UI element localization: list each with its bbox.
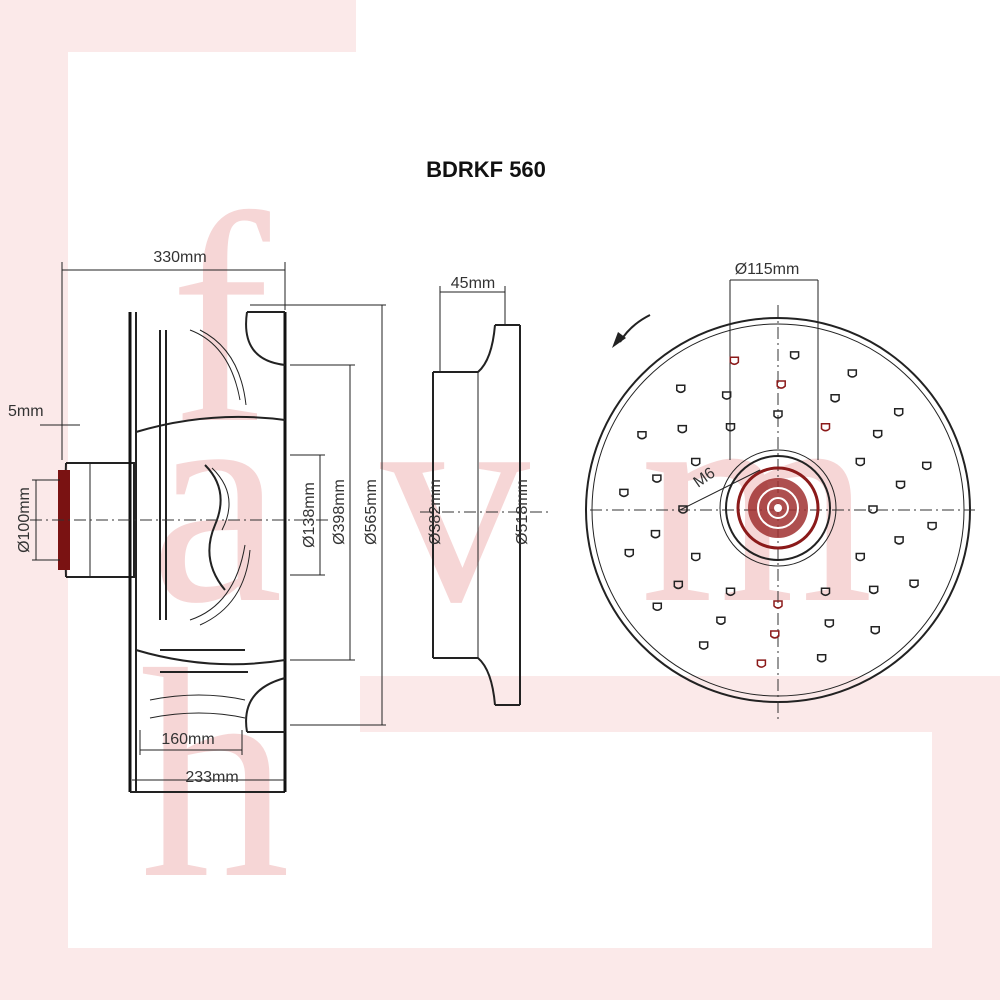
rivet-mark — [690, 457, 701, 467]
rivet-mark — [894, 536, 904, 545]
dim-45: 45mm — [451, 275, 495, 292]
rivet-mark — [624, 548, 635, 558]
rivet-mark — [678, 505, 688, 514]
rivet-mark — [893, 408, 904, 417]
dim-d398: Ø398mm — [331, 479, 348, 545]
rivet-mark — [677, 424, 688, 434]
dim-d100: Ø100mm — [16, 487, 33, 553]
front-view: Ø115mm M6 — [585, 261, 975, 720]
rivet-mark — [909, 579, 919, 589]
dim-160: 160mm — [161, 731, 214, 748]
rivet-mark — [650, 529, 661, 539]
dim-d138: Ø138mm — [301, 482, 318, 548]
rivet-mark — [820, 587, 831, 597]
rivet-mark — [637, 430, 647, 440]
rivet-mark — [676, 384, 686, 394]
rivet-mark — [770, 630, 780, 639]
rivet-mark — [756, 659, 767, 668]
rivet-mark — [690, 552, 701, 562]
rivet-mark — [673, 580, 684, 590]
dim-233: 233mm — [185, 769, 238, 786]
drawing-title: BDRKF 560 — [426, 157, 546, 182]
rivet-mark — [830, 394, 840, 403]
rivet-mark — [652, 602, 663, 611]
rivet-mark — [868, 585, 879, 595]
dim-d382: Ø382mm — [427, 479, 444, 545]
rivet-mark — [870, 625, 880, 635]
svg-text:v: v — [380, 333, 530, 665]
rivet-mark — [868, 505, 878, 514]
side-view: 330mm 5mm Ø100mm Ø138mm Ø398mm Ø565mm 16… — [8, 249, 386, 793]
dim-d115: Ø115mm — [735, 261, 800, 278]
rivet-mark — [725, 422, 736, 432]
rivet-mark — [773, 600, 783, 609]
rivet-mark — [698, 641, 709, 650]
rivet-mark — [619, 488, 629, 498]
rivet-mark — [847, 369, 858, 378]
rivet-mark — [820, 422, 831, 432]
rivet-mark — [855, 457, 866, 467]
dim-330: 330mm — [153, 249, 206, 266]
rivet-mark — [921, 461, 932, 471]
rivet-mark — [721, 391, 732, 400]
rivet-mark — [855, 552, 866, 562]
dim-d565: Ø565mm — [363, 479, 380, 545]
rivet-mark — [716, 616, 726, 625]
rivet-mark — [776, 380, 786, 389]
rivet-mark — [927, 521, 937, 531]
rivet-mark — [816, 653, 827, 663]
rivet-mark — [872, 429, 883, 439]
svg-text:a: a — [150, 333, 283, 665]
rivet-mark — [773, 410, 783, 419]
rivet-mark — [789, 351, 800, 360]
dim-5: 5mm — [8, 403, 44, 420]
dim-d518: Ø518mm — [514, 479, 531, 545]
nozzle-view: 45mm Ø382mm Ø518mm — [420, 275, 550, 706]
rivet-mark — [652, 474, 662, 483]
balancing-marks — [619, 351, 937, 668]
rivet-mark — [725, 587, 736, 597]
rivet-mark — [895, 480, 906, 490]
rivet-mark — [729, 356, 740, 366]
rivet-mark — [824, 619, 835, 628]
svg-text:f: f — [170, 153, 273, 485]
